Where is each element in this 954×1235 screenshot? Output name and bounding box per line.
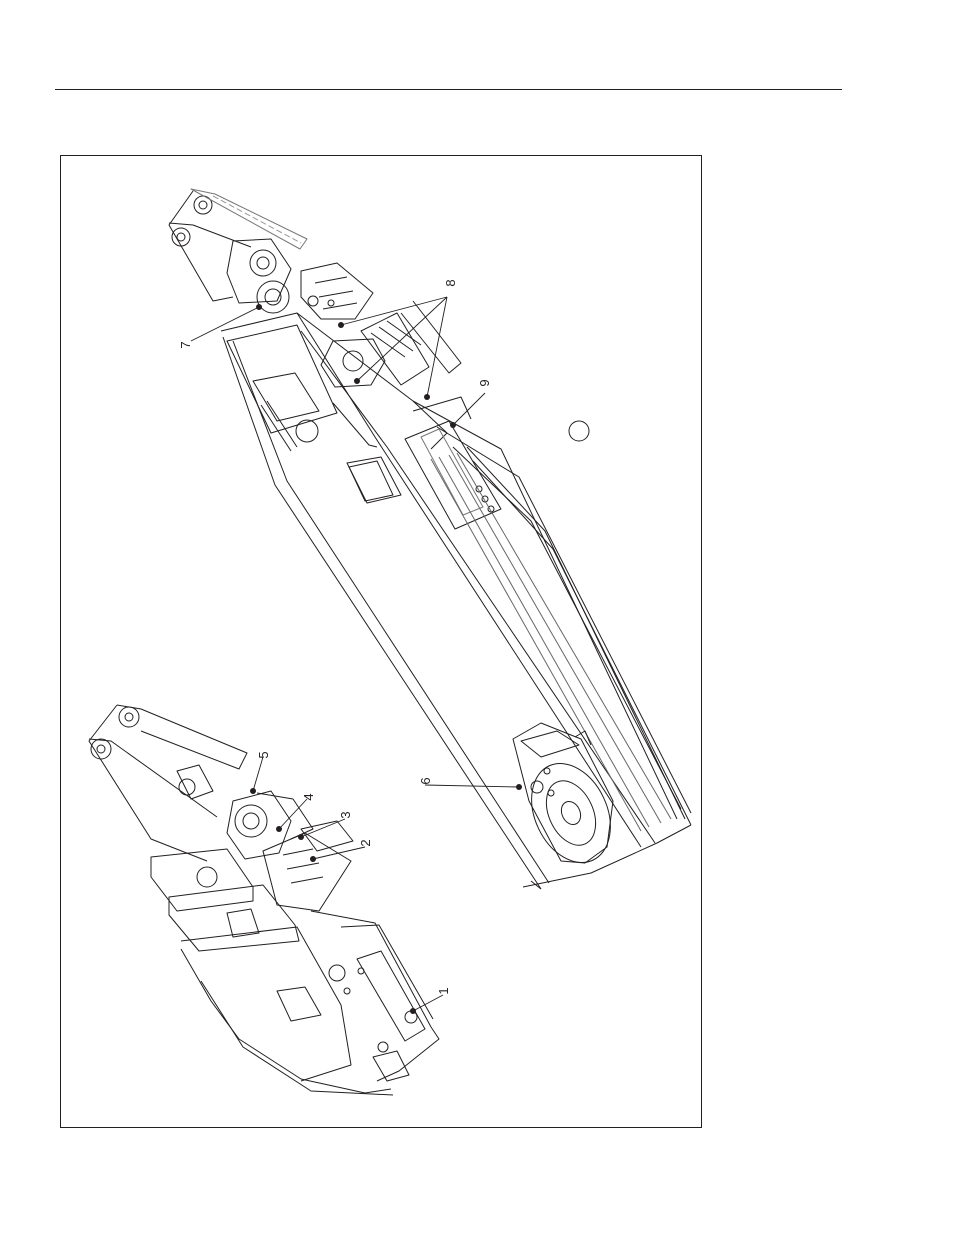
callout-label-8: 8 — [443, 279, 458, 286]
boom-assembly-drawing: 7 8 9 6 5 4 3 2 1 — [61, 156, 701, 1127]
callout-label-7: 7 — [178, 341, 193, 348]
retracted-boom-illustration — [89, 705, 439, 1095]
callout-label-6: 6 — [418, 777, 433, 784]
header-rule — [55, 89, 842, 90]
figure-frame: 7 8 9 6 5 4 3 2 1 — [60, 155, 702, 1128]
callout-dots — [250, 304, 522, 1014]
callout-label-4: 4 — [301, 793, 316, 800]
callout-label-5: 5 — [256, 751, 271, 758]
callout-label-1: 1 — [436, 987, 451, 994]
callout-label-2: 2 — [358, 839, 373, 846]
callout-label-9: 9 — [477, 379, 492, 386]
callout-label-3: 3 — [338, 811, 353, 818]
